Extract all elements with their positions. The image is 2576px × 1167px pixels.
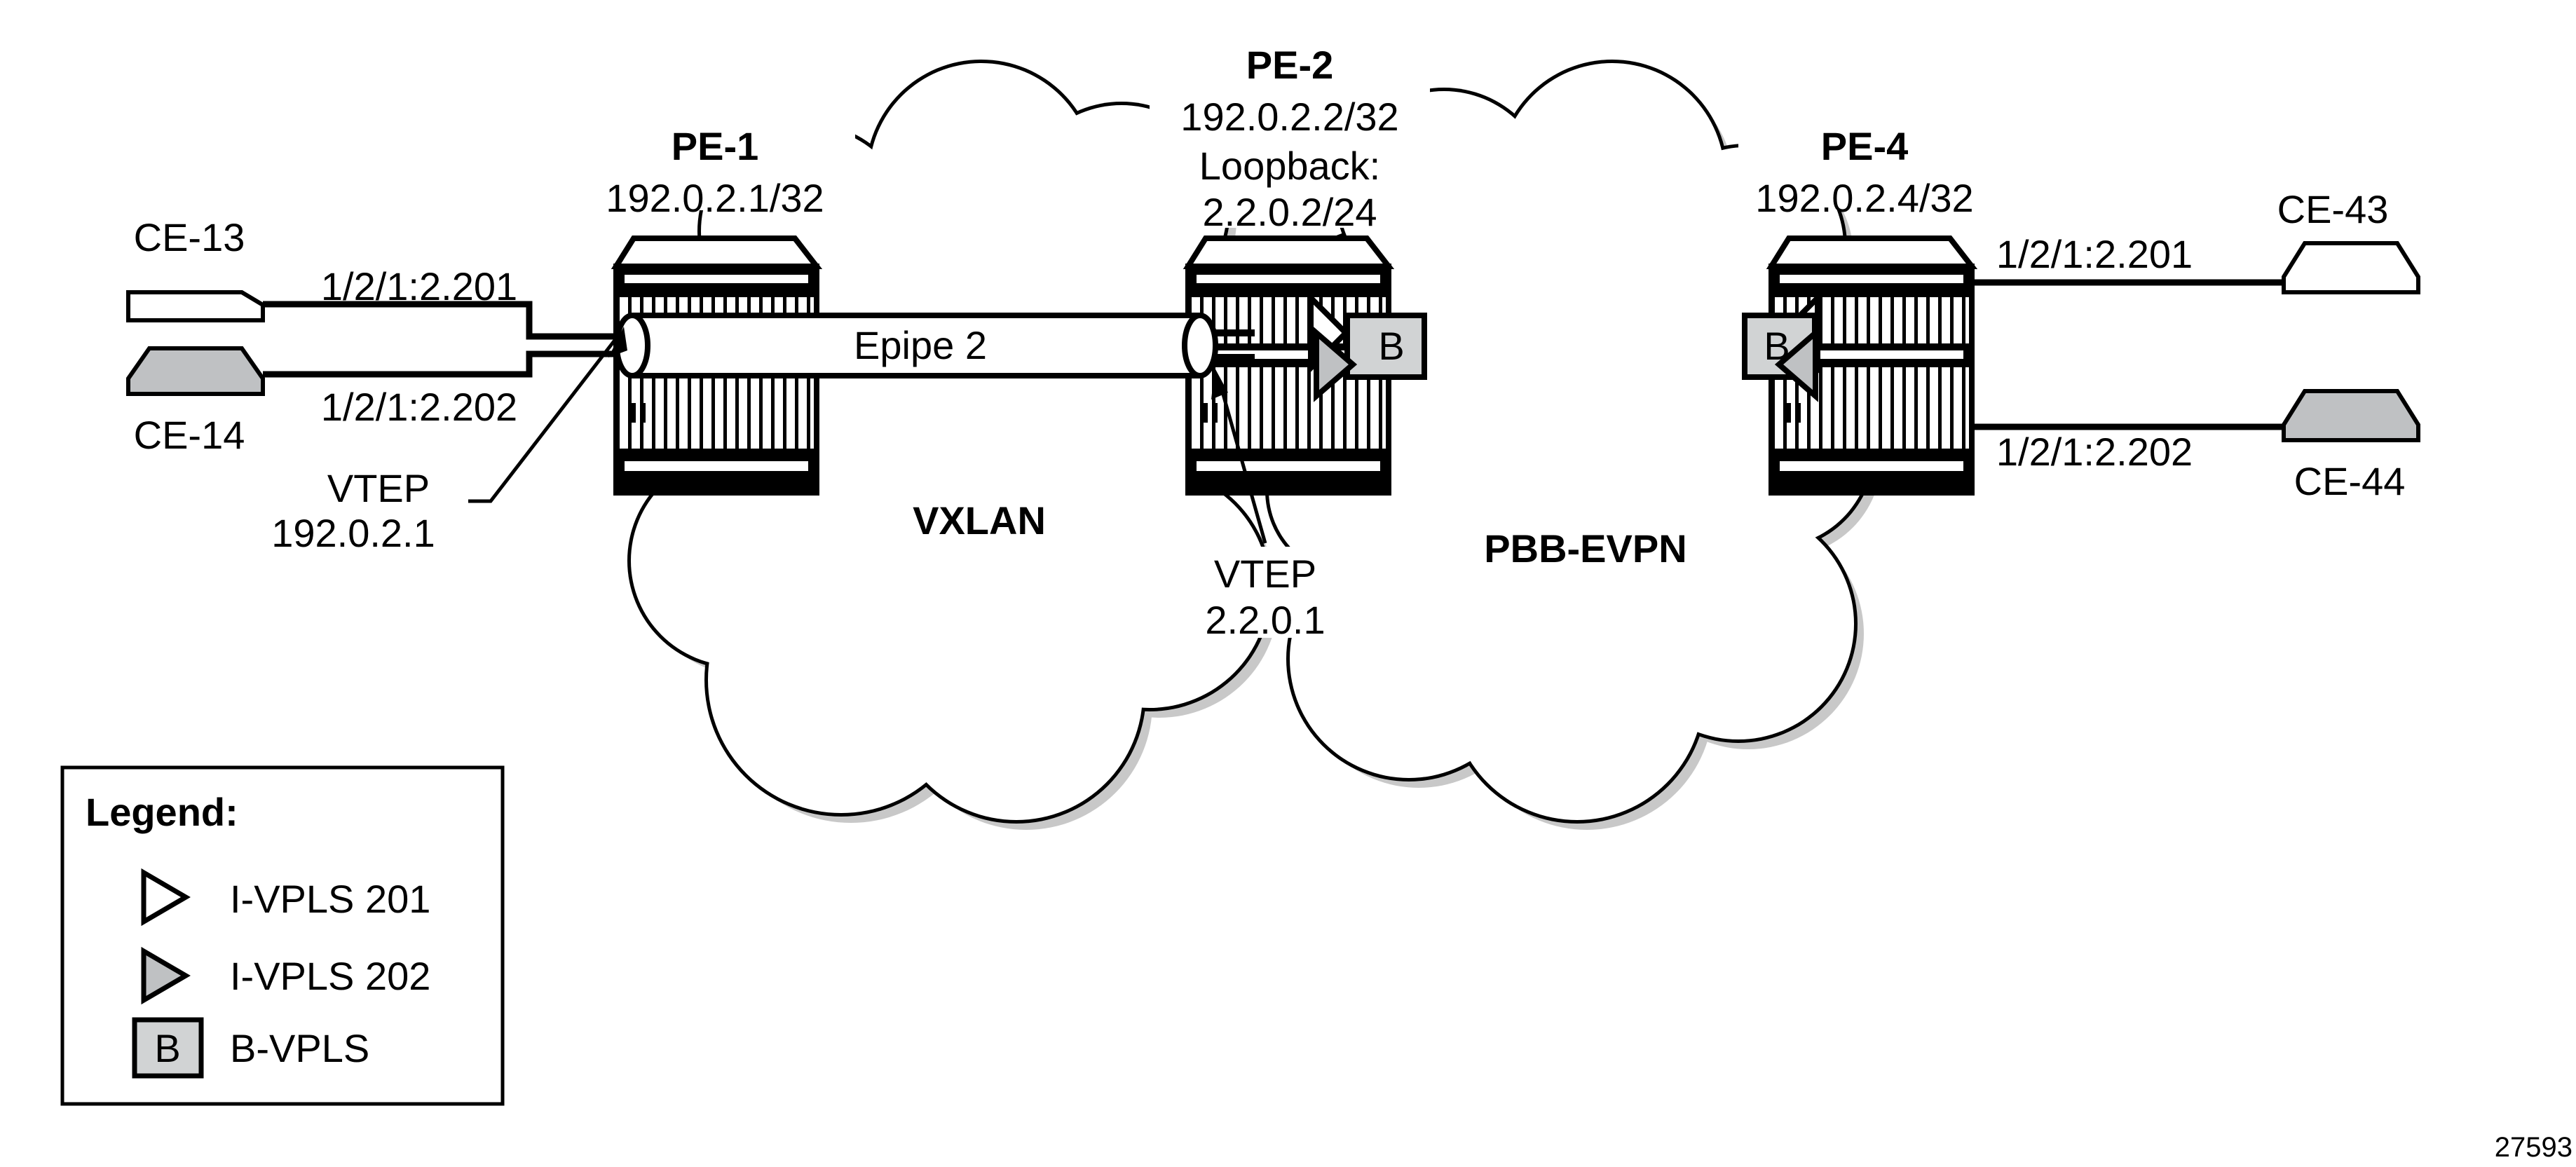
legend-title: Legend: xyxy=(86,790,238,834)
ce43-port: 1/2/1:2.201 xyxy=(1996,232,2193,276)
ce43-device-icon[interactable] xyxy=(2282,241,2420,294)
svg-text:B: B xyxy=(1378,324,1404,368)
ce44-label: CE-44 xyxy=(2294,459,2406,503)
arrowhead-icon xyxy=(608,327,627,357)
ce14-device-icon[interactable] xyxy=(126,346,265,396)
ce44-device-icon[interactable] xyxy=(2282,389,2420,442)
arrowhead-icon xyxy=(1211,368,1228,400)
pe2-name: PE-2 xyxy=(1246,43,1334,87)
pe1-vtep-address: 192.0.2.1 xyxy=(271,511,435,555)
vxlan-label: VXLAN xyxy=(913,498,1046,542)
ce14-label: CE-14 xyxy=(134,413,245,457)
pbb-evpn-label: PBB-EVPN xyxy=(1484,526,1686,571)
bvpls-icon xyxy=(1344,313,1427,380)
tunnel-label: Epipe 2 xyxy=(854,323,987,367)
pe2-loopback: 2.2.0.2/24 xyxy=(1202,190,1377,234)
legend-item-ivpls-201: I-VPLS 201 xyxy=(230,877,430,921)
pe1-name: PE-1 xyxy=(672,124,759,168)
svg-text:B: B xyxy=(154,1026,180,1070)
pe2-address: 192.0.2.2/32 xyxy=(1180,95,1398,139)
figure-id: 27593 xyxy=(2495,1132,2572,1163)
pe2-vtep-address: 2.2.0.1 xyxy=(1205,598,1325,642)
ivpls-202-icon xyxy=(1314,327,1358,402)
ce44-port: 1/2/1:2.202 xyxy=(1996,430,2193,474)
pe4-name: PE-4 xyxy=(1821,124,1909,168)
legend-item-bvpls: B-VPLS xyxy=(230,1026,369,1070)
ce43-label: CE-43 xyxy=(2277,187,2389,231)
ce-access-links-right xyxy=(1972,279,2285,430)
pe4-service-icons: B xyxy=(1742,291,1820,402)
ivpls-202-icon xyxy=(141,946,191,1005)
ce14-port: 1/2/1:2.202 xyxy=(321,385,517,429)
pe1-address: 192.0.2.1/32 xyxy=(606,176,824,220)
svg-text:B: B xyxy=(1764,324,1790,368)
ce13-device-icon[interactable] xyxy=(126,290,265,322)
epipe-tunnel[interactable]: Epipe 2 xyxy=(614,313,1255,378)
ce13-label: CE-13 xyxy=(134,215,245,259)
pe4-address: 192.0.2.4/32 xyxy=(1755,176,1973,220)
pe2-service-icons: B xyxy=(1308,291,1427,402)
legend: Legend: I-VPLS 201 I-VPLS 202 B B-VPLS xyxy=(60,765,505,1106)
pe2-loopback-label: Loopback: xyxy=(1199,144,1380,188)
pe1-vtep-label: VTEP xyxy=(327,466,430,510)
ivpls-201-icon xyxy=(141,868,191,927)
ivpls-202-icon xyxy=(1774,327,1818,402)
vtep-pointers xyxy=(468,332,1267,544)
legend-item-ivpls-202: I-VPLS 202 xyxy=(230,954,430,998)
bvpls-icon xyxy=(132,1017,204,1079)
ce-access-links-left xyxy=(263,301,632,378)
ce13-port: 1/2/1:2.201 xyxy=(321,264,517,308)
pe2-vtep-label: VTEP xyxy=(1214,552,1316,596)
